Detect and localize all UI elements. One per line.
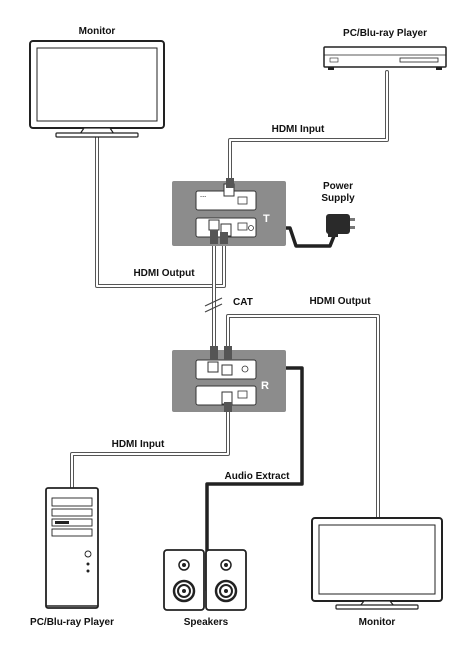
label-hdmi-input-top: HDMI Input xyxy=(272,124,325,135)
transmitter-unit: ••• T xyxy=(172,178,286,246)
transmitter-letter: T xyxy=(263,213,270,225)
label-audio-extract: Audio Extract xyxy=(224,471,290,482)
receiver-unit: R xyxy=(172,346,286,412)
label-hdmi-output-right: HDMI Output xyxy=(309,296,371,307)
label-monitor-bottom: Monitor xyxy=(359,617,396,628)
cable-hdmi-input-bottom xyxy=(70,404,230,490)
label-player-top: PC/Blu-ray Player xyxy=(343,28,427,39)
player-top xyxy=(323,46,447,70)
label-hdmi-output-left: HDMI Output xyxy=(133,268,195,279)
cat-break-mark-2 xyxy=(204,303,223,313)
label-speakers: Speakers xyxy=(184,617,229,628)
power-supply xyxy=(326,214,355,237)
label-power-supply-2: Supply xyxy=(321,193,355,204)
cable-hdmi-output-top xyxy=(95,134,226,288)
monitor-top xyxy=(29,40,165,138)
pc-tower xyxy=(45,487,99,609)
speaker-left xyxy=(163,549,205,611)
cat-break-mark-1 xyxy=(204,297,223,307)
speaker-right xyxy=(205,549,247,611)
label-power-supply-1: Power xyxy=(323,181,353,192)
receiver-letter: R xyxy=(261,380,269,392)
cable-hdmi-output-bottom xyxy=(226,314,380,520)
cable-hdmi-input-top xyxy=(228,70,389,186)
monitor-bottom xyxy=(311,517,443,610)
label-player-bottom: PC/Blu-ray Player xyxy=(30,617,114,628)
label-cat: CAT xyxy=(233,297,253,308)
label-hdmi-input-bottom: HDMI Input xyxy=(112,439,165,450)
label-monitor-top: Monitor xyxy=(79,26,116,37)
svg-text:•••: ••• xyxy=(200,195,206,199)
